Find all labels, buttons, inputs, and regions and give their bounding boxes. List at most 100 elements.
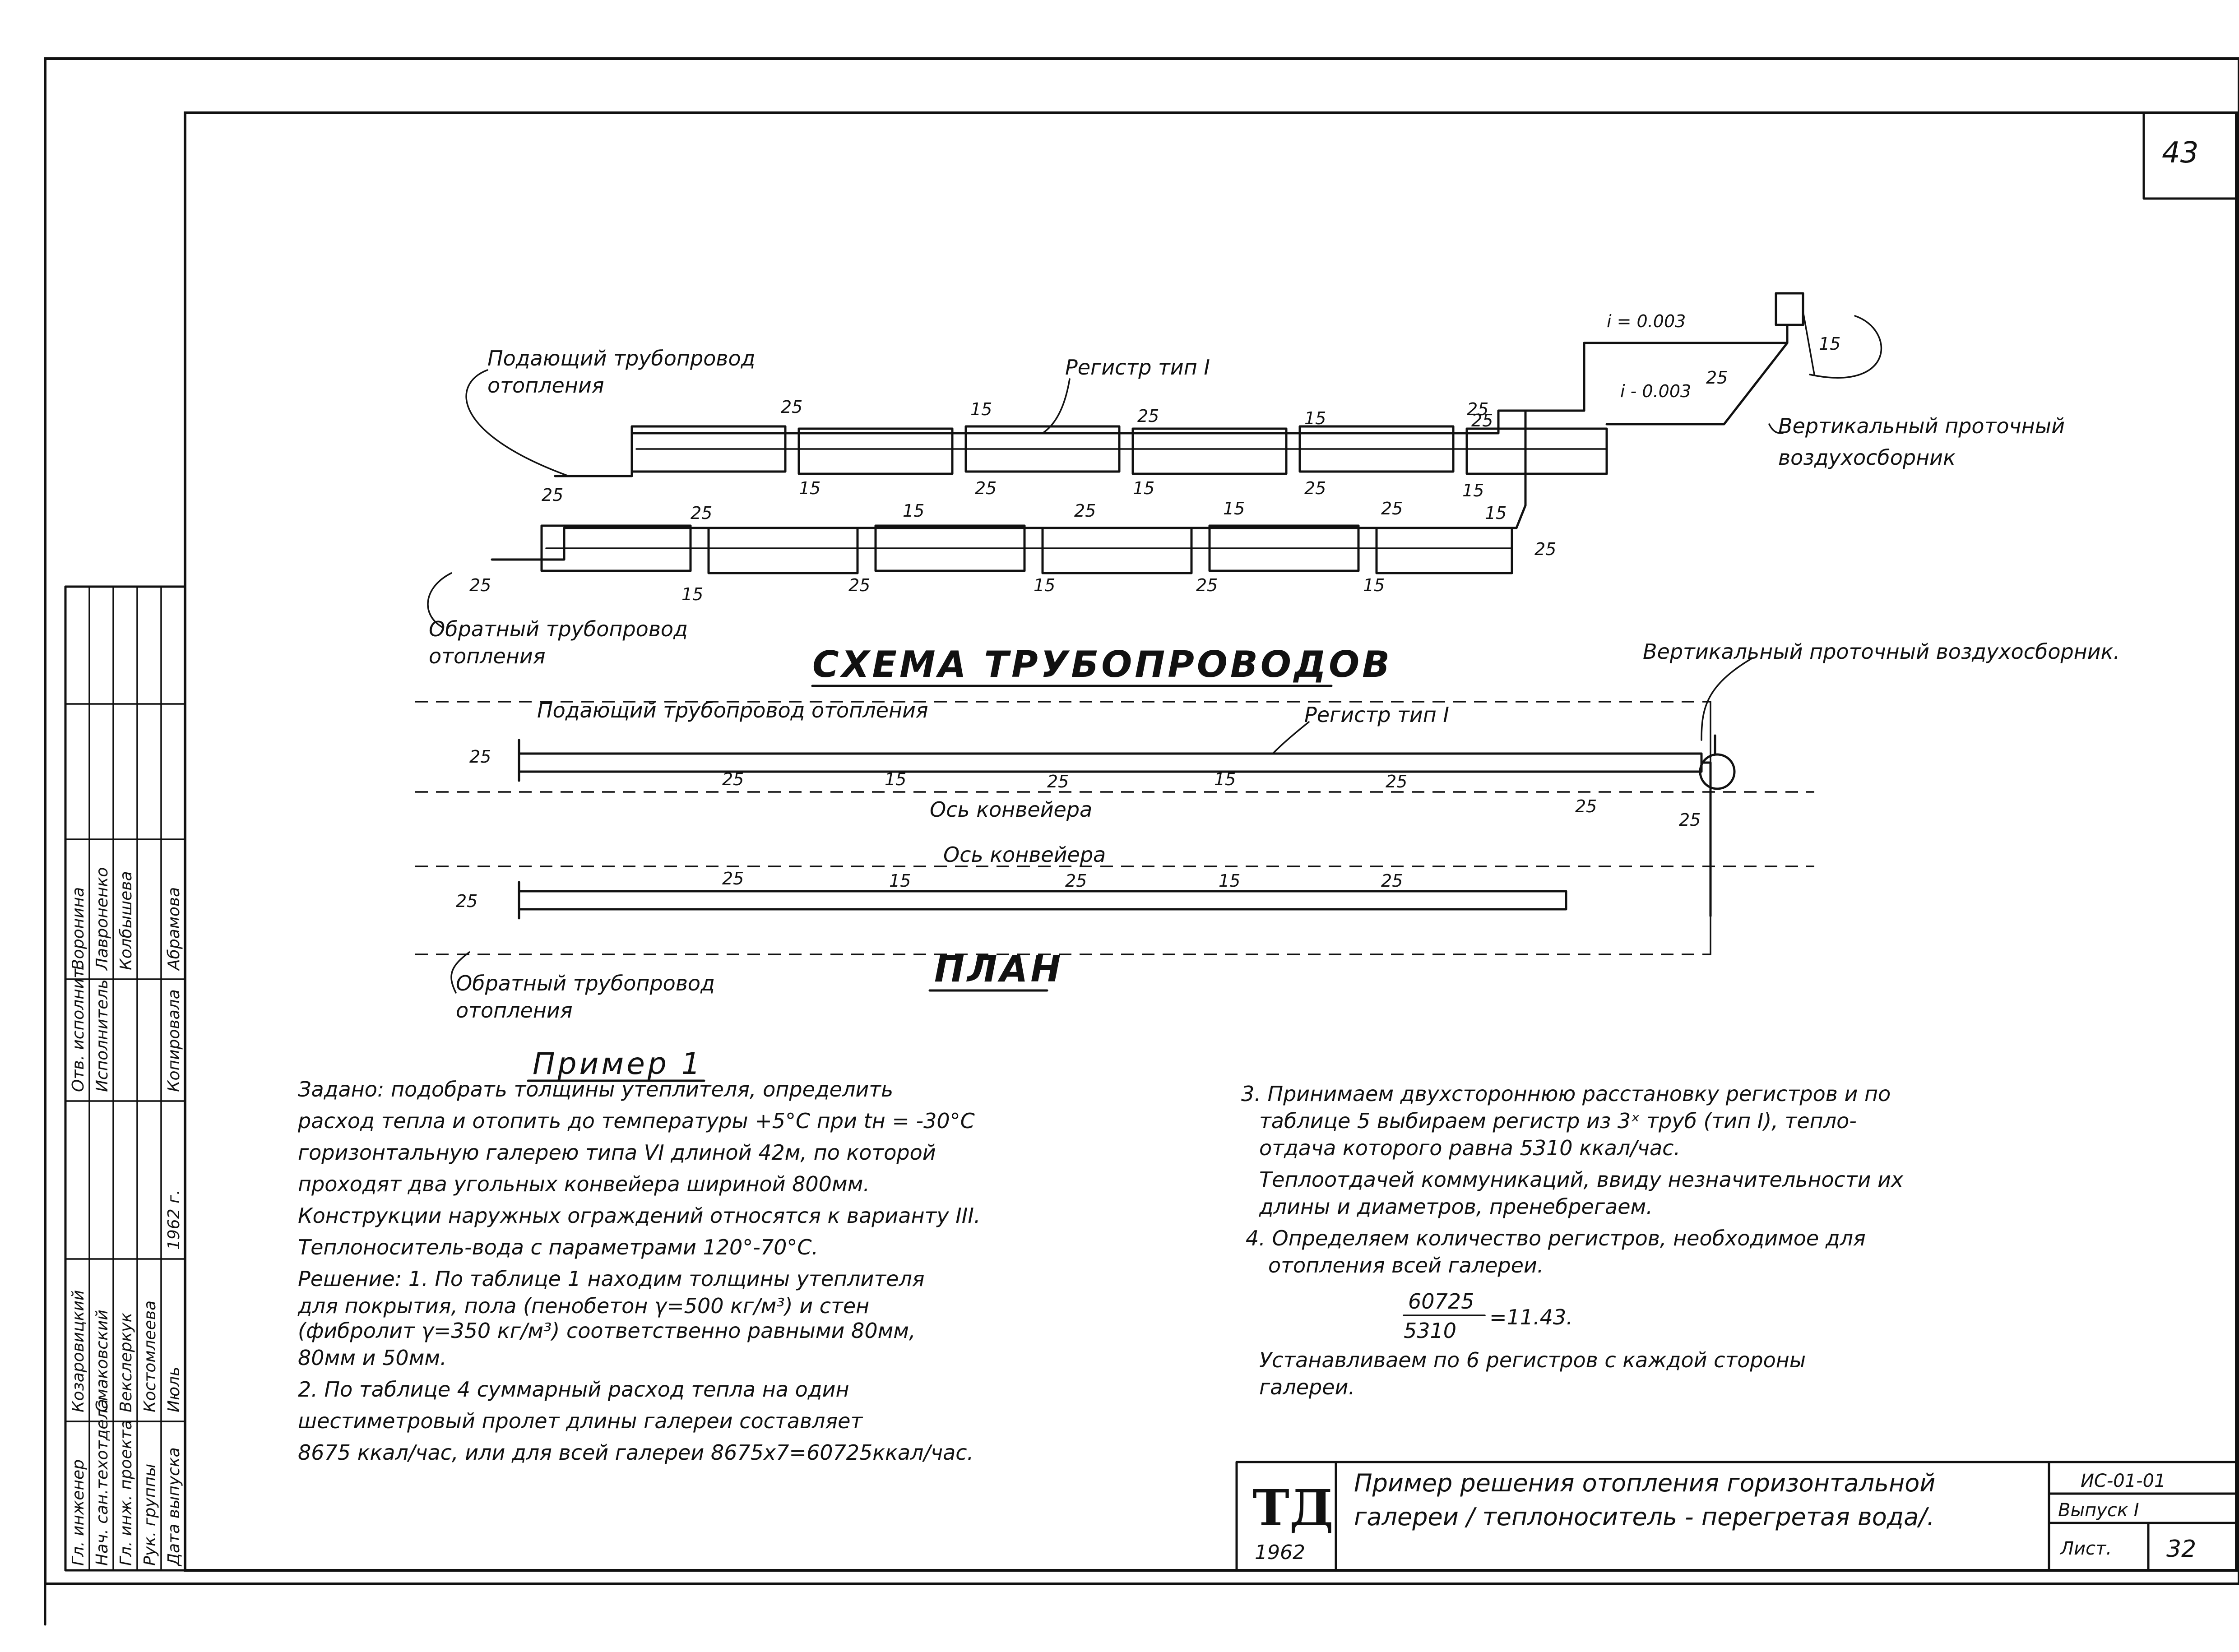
svg-text:Рук. группы: Рук. группы: [141, 1464, 159, 1566]
plan-return-label-1: Обратный трубопровод: [456, 971, 715, 995]
scheme-supply-registers: [630, 425, 1608, 475]
fraction-result: =11.43.: [1489, 1305, 1573, 1329]
example-text: Пример 1 Задано: подобрать толщины утепл…: [297, 1046, 1904, 1465]
riser-lower: [1605, 342, 1789, 426]
example-left-line-13: 8675 ккал/час, или для всей галереи 8675…: [298, 1440, 973, 1465]
plan-air-collector: [1699, 753, 1736, 790]
conclusion-line-1: Устанавливаем по 6 регистров с каждой ст…: [1259, 1348, 1806, 1372]
plan-register-label: Регистр тип I: [1304, 703, 1449, 727]
svg-text:25: 25: [1575, 796, 1597, 816]
scheme-supply-label-2: отопления: [487, 373, 604, 398]
svg-text:15: 15: [1363, 575, 1385, 595]
conclusion-line-2: галереи.: [1259, 1375, 1355, 1399]
sheet-label: Лист.: [2059, 1538, 2112, 1559]
svg-text:Смаковский: Смаковский: [93, 1310, 111, 1412]
title-line-1: Пример решения отопления горизонтальной: [1354, 1469, 1935, 1497]
fraction-numerator: 60725: [1408, 1289, 1474, 1314]
example-left-line-3: горизонтальную галерею типа VI длиной 42…: [298, 1140, 936, 1165]
outer-frame: [44, 57, 2239, 1585]
svg-text:25: 25: [1074, 501, 1096, 521]
svg-text:25: 25: [1386, 772, 1407, 791]
svg-text:15: 15: [1304, 408, 1326, 428]
stamp-frame: [64, 585, 186, 1572]
svg-text:15: 15: [1462, 481, 1484, 500]
slope-upper: i = 0.003: [1607, 311, 1686, 331]
doc-issue: Выпуск I: [2058, 1500, 2139, 1521]
svg-text:25: 25: [691, 503, 712, 523]
svg-text:25: 25: [1381, 871, 1403, 891]
leader-collector: [1768, 423, 1784, 434]
svg-text:25: 25: [975, 478, 997, 498]
scheme-collector-label-1: Вертикальный проточный: [1778, 414, 2065, 438]
svg-text:15: 15: [903, 501, 924, 521]
plan-return-register: [518, 890, 1567, 911]
leader-register: [1042, 378, 1071, 434]
example-left-line-5: Конструкции наружных ограждений относятс…: [298, 1203, 981, 1228]
pipeline-scheme: Подающий трубопровод отопления Регистр т…: [427, 292, 2065, 687]
leader-return: [427, 572, 452, 628]
svg-text:Гл. инж. проекта: Гл. инж. проекта: [117, 1420, 135, 1566]
svg-text:15: 15: [889, 871, 911, 891]
example-left-line-8: для покрытия, пола (пенобетон γ=500 кг/м…: [297, 1294, 869, 1318]
svg-text:Лавроненко: Лавроненко: [93, 867, 111, 971]
svg-text:25: 25: [1047, 772, 1069, 791]
svg-text:15: 15: [1819, 334, 1840, 354]
plan-diameter-marks: 25 25 15 25 15 25 25 25 25 25 15 25 15 2…: [456, 747, 1701, 911]
svg-text:Дата выпуска: Дата выпуска: [165, 1447, 183, 1567]
plan-leader-register: [1272, 721, 1310, 754]
scheme-return-label-1: Обратный трубопровод: [429, 617, 688, 641]
svg-text:Воронина: Воронина: [69, 887, 88, 970]
svg-text:15: 15: [681, 584, 703, 604]
sheet-number: 43: [2162, 136, 2198, 170]
example-right-line-3: отдача которого равна 5310 ккал/час.: [1259, 1136, 1680, 1160]
svg-text:25: 25: [848, 575, 870, 595]
example-right-line-7: отопления всей галереи.: [1268, 1253, 1544, 1277]
svg-text:25: 25: [1467, 399, 1488, 419]
plan-supply-label: Подающий трубопровод отопления: [537, 698, 928, 722]
scheme-register-label: Регистр тип I: [1065, 355, 1210, 379]
side-stamp: Гл. инженер Козаровицкий Отв. исполнит. …: [64, 585, 186, 1572]
svg-text:25: 25: [1065, 871, 1087, 891]
svg-text:25: 25: [722, 869, 744, 888]
svg-text:Гл. инженер: Гл. инженер: [69, 1459, 88, 1566]
plan-riser: [1700, 761, 1712, 917]
scheme-title: СХЕМА ТРУБОПРОВОДОВ: [812, 643, 1392, 685]
example-right-line-5: длины и диаметров, пренебрегаем.: [1259, 1194, 1653, 1219]
example-left-line-7: Решение: 1. По таблице 1 находим толщины…: [298, 1267, 925, 1291]
svg-text:15: 15: [1485, 503, 1507, 523]
svg-text:Нач. сан.техотдела: Нач. сан.техотдела: [93, 1399, 111, 1566]
td-logo: ТД: [1252, 1479, 1334, 1537]
svg-text:25: 25: [1679, 810, 1701, 830]
riser-upper: [1583, 324, 1789, 412]
fraction-denominator: 5310: [1404, 1319, 1456, 1343]
svg-text:25: 25: [1706, 368, 1728, 388]
svg-text:25: 25: [542, 485, 563, 505]
plan-title: ПЛАН: [934, 948, 1063, 990]
svg-text:15: 15: [1133, 478, 1154, 498]
title-block-frame: [1235, 1461, 2238, 1572]
example-left-line-10: 80мм и 50мм.: [298, 1346, 447, 1370]
plan-return-label-2: отопления: [456, 998, 573, 1023]
leader-collector-drain: [1809, 315, 1882, 379]
svg-text:Векслеркук: Векслеркук: [117, 1313, 135, 1412]
svg-text:15: 15: [1034, 575, 1055, 595]
example-left-line-2: расход тепла и отопить до температуры +5…: [297, 1109, 975, 1133]
svg-text:15: 15: [1214, 769, 1236, 789]
svg-text:25: 25: [722, 769, 744, 789]
scheme-supply-main: [554, 409, 1585, 477]
scheme-return-main: [491, 409, 1527, 561]
title-line-2: галереи / теплоноситель - перегретая вод…: [1354, 1503, 1935, 1531]
example-left-line-11: 2. По таблице 4 суммарный расход тепла н…: [298, 1377, 849, 1402]
svg-text:25: 25: [456, 891, 477, 911]
plan-view: Подающий трубопровод отопления Регистр т…: [415, 639, 2120, 1023]
plan-supply-register: [518, 752, 1703, 773]
svg-text:Июль: Июль: [165, 1367, 183, 1412]
example-left-line-1: Задано: подобрать толщины утеплителя, оп…: [298, 1077, 893, 1101]
svg-text:25: 25: [1381, 499, 1403, 518]
collector-drain: [1802, 310, 1815, 375]
svg-text:15: 15: [1219, 871, 1240, 891]
slope-lower: i - 0.003: [1620, 381, 1691, 401]
svg-text:Копировала: Копировала: [165, 989, 183, 1092]
